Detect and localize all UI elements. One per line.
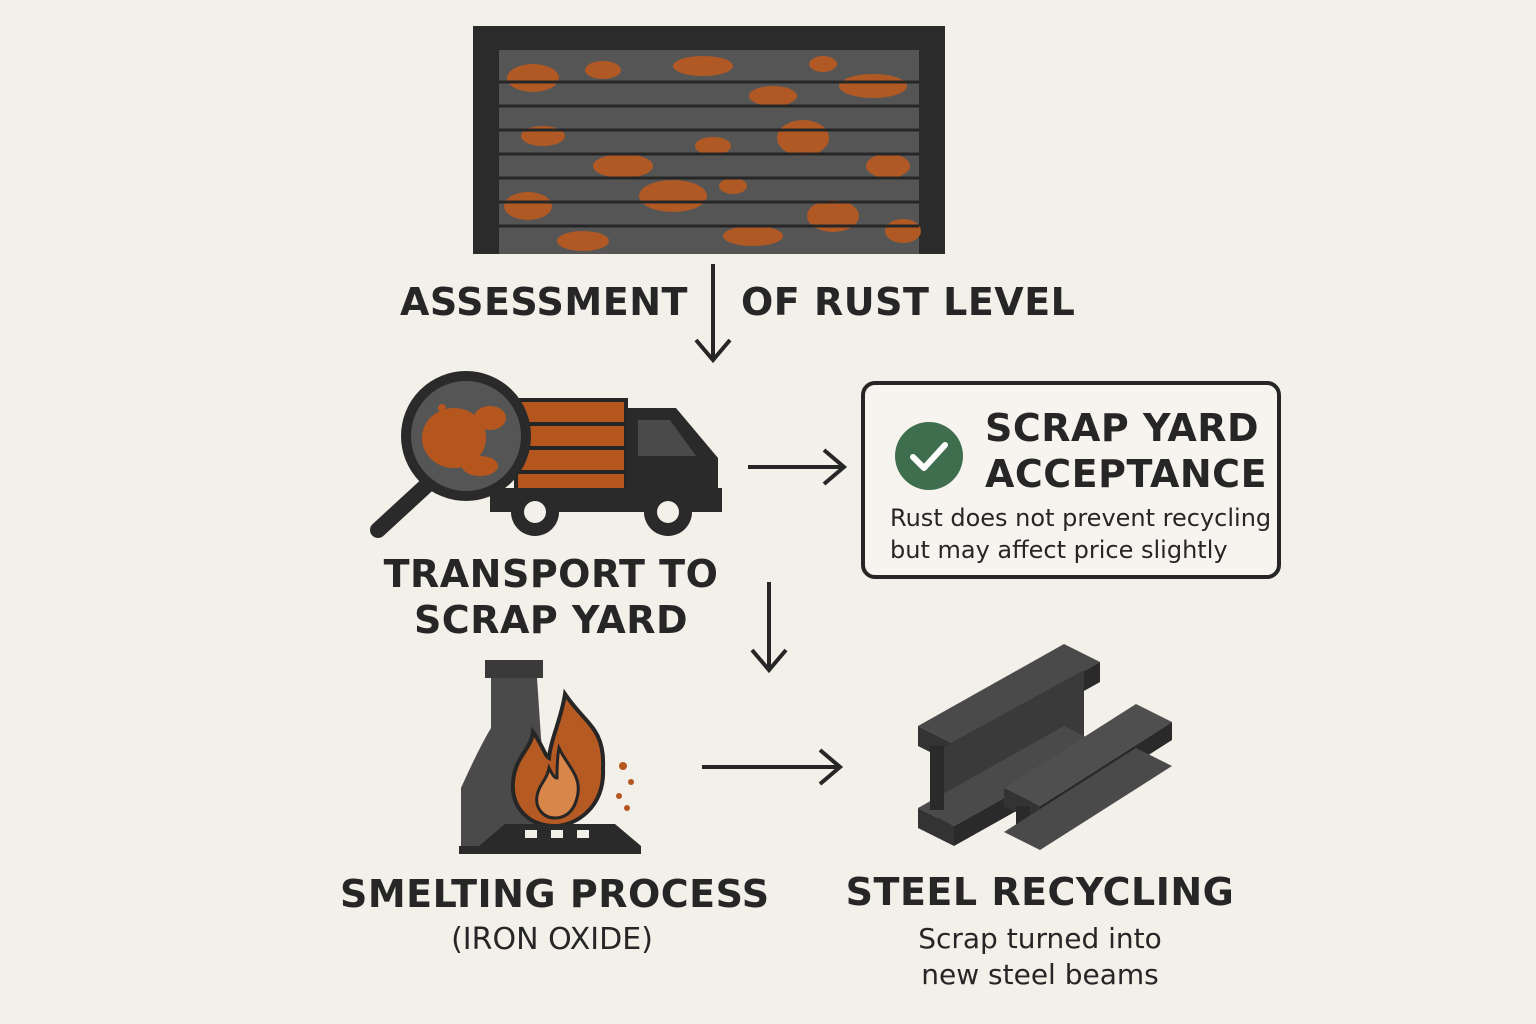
- recycling-desc-line2: new steel beams: [921, 958, 1159, 991]
- acceptance-title-line2: ACCEPTANCE: [985, 452, 1268, 496]
- transport-label-line2: SCRAP YARD: [413, 598, 689, 642]
- arrow-right-icon: [748, 448, 848, 486]
- arrow-right-icon: [702, 748, 844, 786]
- acceptance-title-line1: SCRAP YARD: [985, 406, 1260, 450]
- arrow-down-icon: [750, 582, 788, 674]
- acceptance-desc-line1: Rust does not prevent recycling: [890, 504, 1272, 532]
- assessment-label-right: OF RUST LEVEL: [741, 280, 1076, 324]
- acceptance-desc-line2: but may affect price slightly: [890, 536, 1228, 564]
- rusty-garage-door-icon: [473, 26, 945, 254]
- transport-label-line1: TRANSPORT TO: [383, 552, 719, 596]
- recycling-title: STEEL RECYCLING: [845, 870, 1235, 914]
- furnace-flame-icon: [459, 660, 641, 854]
- smelting-title: SMELTING PROCESS: [340, 872, 770, 916]
- checkmark-icon: [895, 422, 963, 490]
- arrow-down-icon: [694, 264, 732, 364]
- recycling-desc-line1: Scrap turned into: [918, 922, 1162, 955]
- assessment-label-left: ASSESSMENT: [400, 280, 688, 324]
- truck-magnifier-icon: [370, 371, 722, 538]
- steel-beams-icon: [918, 644, 1172, 850]
- smelting-subtitle: (IRON OXIDE): [451, 922, 653, 957]
